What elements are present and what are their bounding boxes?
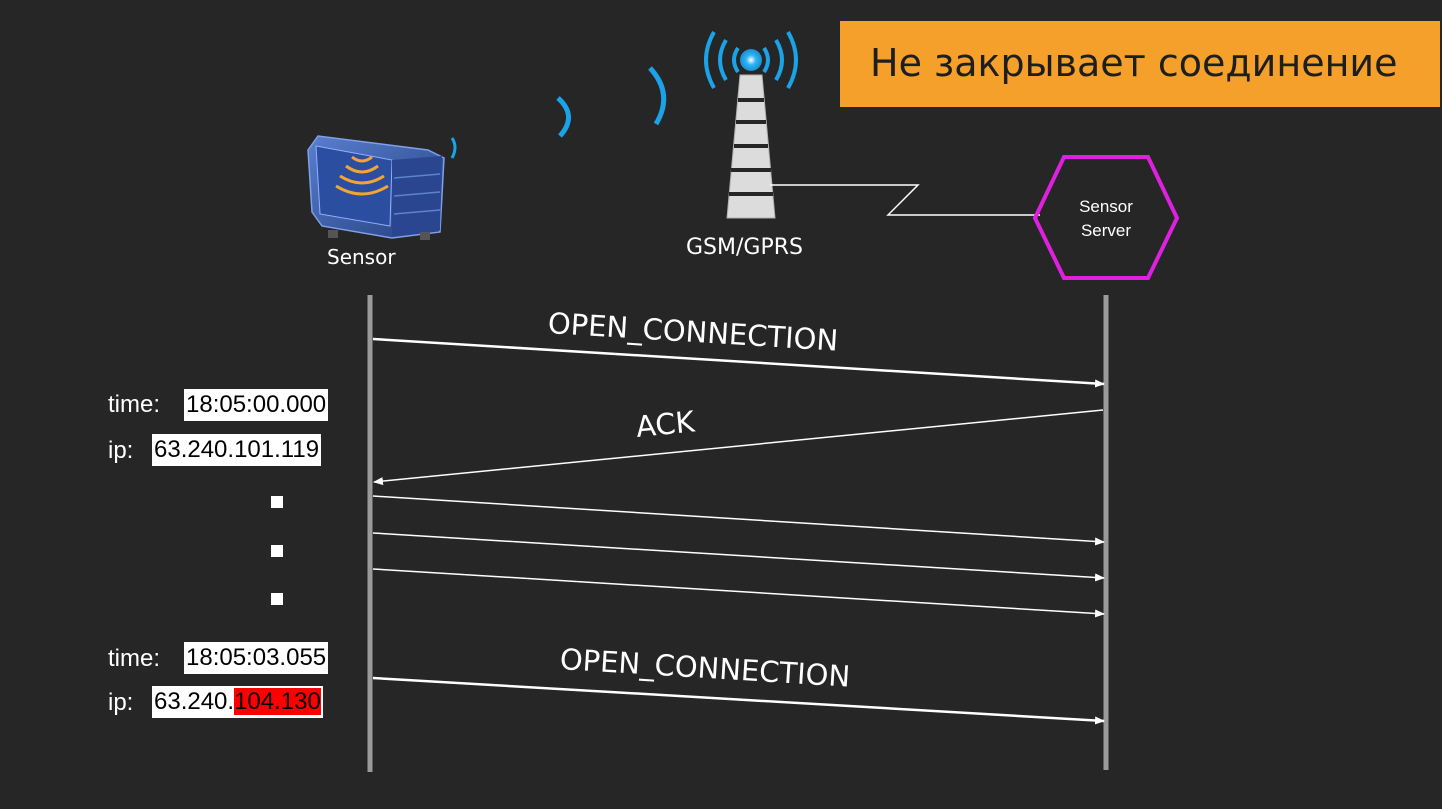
radio-tower-icon <box>704 31 798 219</box>
ip-value-2: 63.240.104.130 <box>152 686 323 718</box>
time-value-1: 18:05:00.000 <box>184 389 329 421</box>
dumpster-sensor-icon <box>307 135 445 240</box>
hexagon-server-icon <box>1032 155 1180 280</box>
ellipsis-dot-2 <box>271 545 283 557</box>
server-label-line2: Server <box>1080 221 1132 240</box>
open-connection-arrow-2 <box>372 676 1105 725</box>
data-arrow-3 <box>372 568 1105 618</box>
server-label: Sensor Server <box>1050 195 1162 243</box>
data-arrow-2 <box>372 532 1105 582</box>
open-connection-arrow-1 <box>372 337 1105 388</box>
time-label-1: time: <box>108 391 161 418</box>
ack-arrow <box>373 409 1104 486</box>
banner-title: Не закрывает соединение <box>870 41 1398 85</box>
signal-waves-icon <box>450 66 667 159</box>
tower-label: GSM/GPRS <box>686 235 803 260</box>
server-label-line1: Sensor <box>1079 197 1133 216</box>
ip-prefix-2: 63.240. <box>154 688 235 715</box>
title-banner: Не закрывает соединение <box>840 21 1440 107</box>
ellipsis-dot-1 <box>271 496 283 508</box>
time-label-2: time: <box>108 645 161 672</box>
ip-label-1: ip: <box>108 437 134 464</box>
ip-label-2: ip: <box>108 689 134 716</box>
ellipsis-dot-3 <box>271 593 283 605</box>
time-value-2: 18:05:03.055 <box>184 642 329 674</box>
ack-label: ACK <box>634 404 696 444</box>
data-arrow-1 <box>372 495 1105 546</box>
ip-value-1: 63.240.101.119 <box>152 434 322 466</box>
ip-changed-part: 104.130 <box>234 688 321 715</box>
sensor-label: Sensor <box>327 245 396 269</box>
tower-server-link <box>770 184 1040 216</box>
